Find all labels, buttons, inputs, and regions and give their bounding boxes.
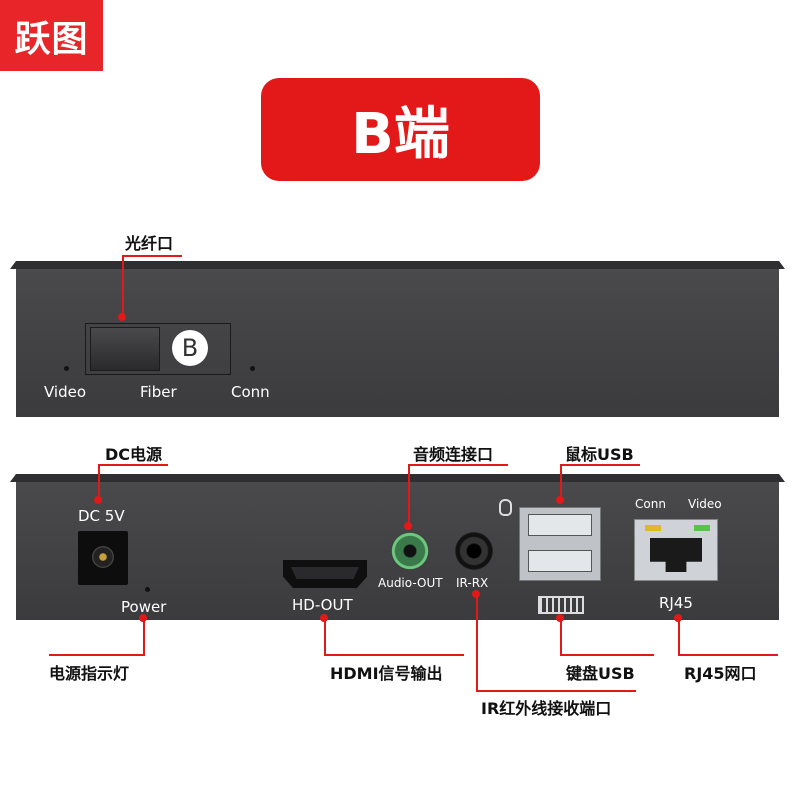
callout-line [49,654,145,656]
callout-rj45-port: RJ45网口 [684,664,757,683]
video-led [64,366,69,371]
callout-dot [472,590,480,598]
callout-line [408,464,508,466]
callout-line [560,620,562,656]
callout-mouse-usb: 鼠标USB [565,445,634,464]
rj45-video-led [694,525,710,531]
callout-line [678,620,680,656]
callout-dc-power: DC电源 [105,445,163,464]
callout-line [122,255,124,317]
brand-logo: 跃图 [0,0,103,71]
fiber-port [90,327,160,371]
callout-line [408,464,410,526]
mouse-icon [499,499,512,516]
callout-line [560,464,562,500]
callout-hdmi-out: HDMI信号输出 [330,664,443,683]
page-title: B端 [261,78,540,181]
callout-keyboard-usb: 键盘USB [566,664,635,683]
audio-jack [391,532,429,570]
callout-audio-port: 音频连接口 [413,445,494,464]
callout-line [476,596,478,692]
callout-power-led: 电源指示灯 [49,664,130,683]
power-led [145,587,150,592]
ir-label: IR-RX [456,576,489,590]
callout-line [324,654,464,656]
callout-line [324,620,326,656]
rj45-conn-led [645,525,661,531]
fiber-badge: B [172,330,208,366]
callout-dot [118,313,126,321]
usb-port-mouse [528,514,592,536]
callout-line [122,255,182,257]
callout-line [560,654,654,656]
callout-dot [94,496,102,504]
video-label: Video [44,383,87,401]
callout-dot [139,614,147,622]
callout-dot [556,614,564,622]
dc-label: DC 5V [78,507,125,525]
usb-port-keyboard [528,550,592,572]
callout-line [678,654,778,656]
callout-line [560,464,640,466]
callout-line [476,690,636,692]
audio-label: Audio-OUT [378,576,443,590]
conn-led [250,366,255,371]
callout-dot [674,614,682,622]
conn-label: Conn [231,383,270,401]
callout-fiber-port: 光纤口 [125,234,174,253]
power-label: Power [121,598,167,616]
ir-jack [455,532,493,570]
rj45-video-label: Video [688,497,722,511]
callout-dot [404,522,412,530]
dc-jack-hole [92,546,114,568]
hdmi-port-inner [291,567,359,579]
callout-dot [320,614,328,622]
callout-line [98,464,168,466]
rj45-conn-label: Conn [635,497,666,511]
callout-line [143,620,145,656]
rj45-label: RJ45 [659,594,693,612]
fiber-port-frame [85,323,231,375]
callout-line [98,464,100,500]
keyboard-icon [538,596,584,614]
fiber-label: Fiber [140,383,177,401]
callout-dot [556,496,564,504]
hdmi-label: HD-OUT [292,596,353,614]
callout-ir-port: IR红外线接收端口 [481,699,612,718]
